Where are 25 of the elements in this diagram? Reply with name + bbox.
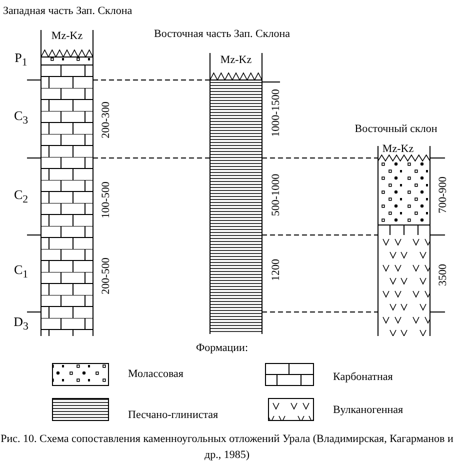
section-title: Западная часть Зап. Склона	[3, 4, 132, 18]
column-label: Mz-Kz	[220, 54, 252, 66]
legend-label: Молассовая	[128, 368, 184, 380]
section-title: Восточная часть Зап. Склона	[154, 28, 290, 40]
thickness-label: 1200	[270, 259, 282, 281]
legend-label: Песчано-глинистая	[128, 408, 218, 422]
stratigraphic-index: C$_{2}$	[14, 188, 28, 206]
legend-label: Карбонатная	[333, 370, 393, 384]
stratigraphic-index: D$_{3}$	[14, 314, 28, 334]
thickness-label: 500-1000	[270, 174, 282, 216]
thickness-label: 200-300	[100, 102, 112, 138]
thickness-label: 1000-1500	[270, 89, 282, 137]
stratigraphic-index: P$_{1}$	[14, 50, 28, 70]
stratigraphic-index: C$_{1}$	[14, 262, 28, 282]
column-label: Mz-Kz	[382, 142, 414, 156]
legend-label: Вулканогенная	[333, 404, 404, 416]
thickness-label: 700-900	[436, 176, 450, 214]
thickness-label: 100-500	[100, 182, 112, 218]
thickness-label: 200-500	[100, 258, 112, 294]
thickness-label: 3500	[436, 264, 450, 286]
section-title: Восточный склон	[354, 122, 438, 136]
legend-heading: Формации:	[196, 342, 248, 354]
figure-caption: Рис. 10. Схема сопоставления каменноугольных отложений Урала (Владимирская, Кагарманов и др., 1985)	[0, 432, 454, 463]
column-label: Mz-Kz	[51, 30, 83, 42]
stratigraphic-index: C$_{3}$	[14, 108, 28, 128]
